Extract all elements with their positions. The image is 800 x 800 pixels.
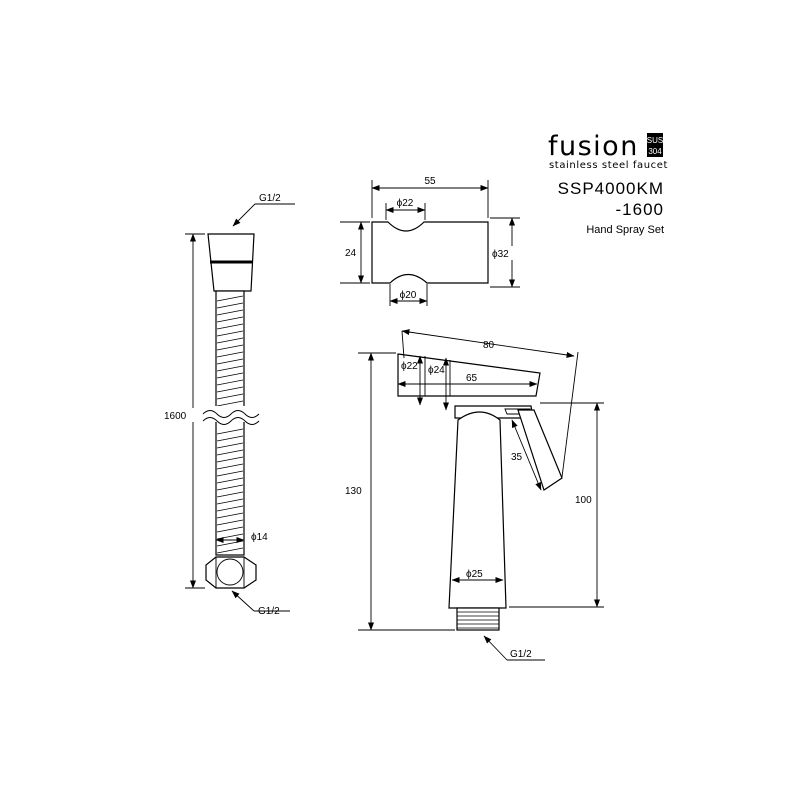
hose-length: 1600 (164, 411, 187, 422)
holder-top-cutout: ϕ22 (397, 198, 414, 209)
hose-coil-line (216, 463, 244, 470)
hose-coil-line (216, 344, 244, 351)
brand-block: fusion SUS 304 stainless steel faucet (548, 131, 668, 171)
hose-coil-line (216, 323, 244, 330)
spray-drawing: 80 ϕ22 ϕ24 65 35 130 100 ϕ25 G1/2 (343, 329, 604, 661)
holder-bottom-cutout: ϕ20 (400, 290, 417, 301)
hose-coil-line (216, 442, 244, 449)
hose-coils (216, 295, 244, 554)
spray-head-length: 65 (466, 373, 478, 384)
hose-drawing: G1/2 1600 ϕ14 G1/2 (160, 193, 295, 617)
hose-coil-line (216, 393, 244, 400)
hose-coil-line (216, 428, 244, 435)
holder-height: 24 (345, 248, 357, 259)
hose-coil-line (216, 358, 244, 365)
hose-coil-line (216, 386, 244, 393)
hose-coil-line (216, 372, 244, 379)
spray-head-diameter-a: ϕ22 (401, 361, 418, 372)
product-code-line1: SSP4000KM (558, 179, 664, 198)
spray-total-height: 130 (345, 486, 362, 497)
hose-coil-line (216, 316, 244, 323)
hose-coil-line (216, 365, 244, 372)
hose-coil-line (216, 547, 244, 554)
holder-width: 55 (424, 176, 436, 187)
spray-threads (457, 611, 499, 629)
hose-thread-bottom: G1/2 (258, 606, 280, 617)
hose-coil-line (216, 505, 244, 512)
spray-lever: 35 (511, 452, 523, 463)
hose-coil-line (216, 379, 244, 386)
product-code-line2: -1600 (616, 200, 664, 219)
hose-coil-line (216, 484, 244, 491)
spray-base-diameter: ϕ25 (466, 569, 483, 580)
hose-coil-line (216, 330, 244, 337)
hose-coil-line (216, 309, 244, 316)
hose-coil-line (216, 400, 244, 407)
hose-coil-line (216, 519, 244, 526)
hose-coil-line (216, 449, 244, 456)
hose-break-icon (202, 410, 260, 418)
sus304-badge (647, 133, 663, 157)
hose-coil-line (216, 302, 244, 309)
hose-coil-line (216, 456, 244, 463)
holder-outer-diameter: ϕ32 (492, 249, 509, 260)
badge-line1: SUS (647, 136, 663, 145)
brand-name: fusion (548, 131, 639, 162)
hose-coil-line (216, 512, 244, 519)
hose-coil-line (216, 295, 244, 302)
hose-thread-top: G1/2 (259, 193, 281, 204)
hose-coil-line (216, 337, 244, 344)
hose-coil-line (216, 477, 244, 484)
hose-coil-line (216, 351, 244, 358)
hose-coil-line (216, 470, 244, 477)
brand-tagline: stainless steel faucet (549, 160, 668, 171)
hose-diameter: ϕ14 (251, 532, 268, 543)
hose-coil-line (216, 435, 244, 442)
product-description: Hand Spray Set (586, 224, 664, 236)
product-title: SSP4000KM -1600 Hand Spray Set (558, 179, 664, 236)
spray-handle-height: 100 (575, 495, 592, 506)
hose-coil-line (216, 491, 244, 498)
spray-thread: G1/2 (510, 649, 532, 660)
holder-drawing: 55 ϕ22 24 ϕ32 ϕ20 (340, 176, 520, 306)
spray-head-diameter-b: ϕ24 (428, 365, 445, 376)
spray-length: 80 (483, 340, 495, 351)
badge-line2: 304 (648, 147, 662, 156)
hose-coil-line (216, 498, 244, 505)
hose-coil-line (216, 526, 244, 533)
